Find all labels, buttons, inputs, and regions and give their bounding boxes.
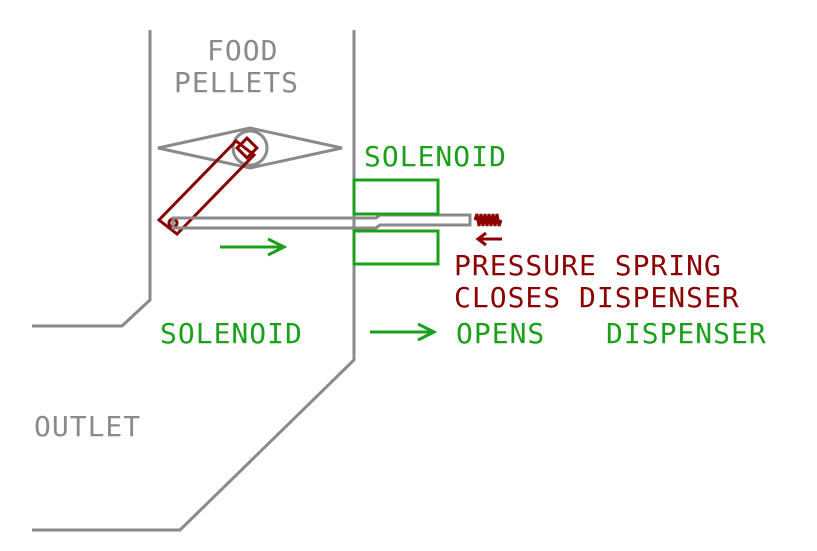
pressure-spring [473, 213, 503, 227]
solenoid-motion-arrow [220, 237, 288, 257]
rotary-valve [157, 126, 343, 170]
spring-label-line2: CLOSES DISPENSER [454, 281, 740, 314]
spring-arrow [475, 231, 502, 247]
chute-left-wall [32, 30, 152, 328]
dispenser-label: DISPENSER [606, 317, 767, 350]
solenoid-coil-bottom [352, 229, 440, 266]
food-label-line2: PELLETS [174, 66, 299, 99]
solenoid-legend-label: SOLENOID [160, 317, 303, 350]
plunger-rod [171, 213, 472, 230]
opens-arrow [370, 322, 438, 342]
crank-pivot [234, 135, 260, 161]
crank-arm [156, 138, 257, 237]
solenoid-coil-top [352, 178, 440, 216]
chute-right-wall [32, 30, 356, 532]
food-label-line1: FOOD [207, 34, 278, 67]
opens-label: OPENS [456, 317, 545, 350]
solenoid-top-label: SOLENOID [364, 140, 507, 173]
spring-label-line1: PRESSURE SPRING [454, 249, 722, 282]
chute-walls [32, 30, 356, 532]
outlet-label: OUTLET [34, 410, 141, 443]
valve-pivot [231, 129, 269, 167]
